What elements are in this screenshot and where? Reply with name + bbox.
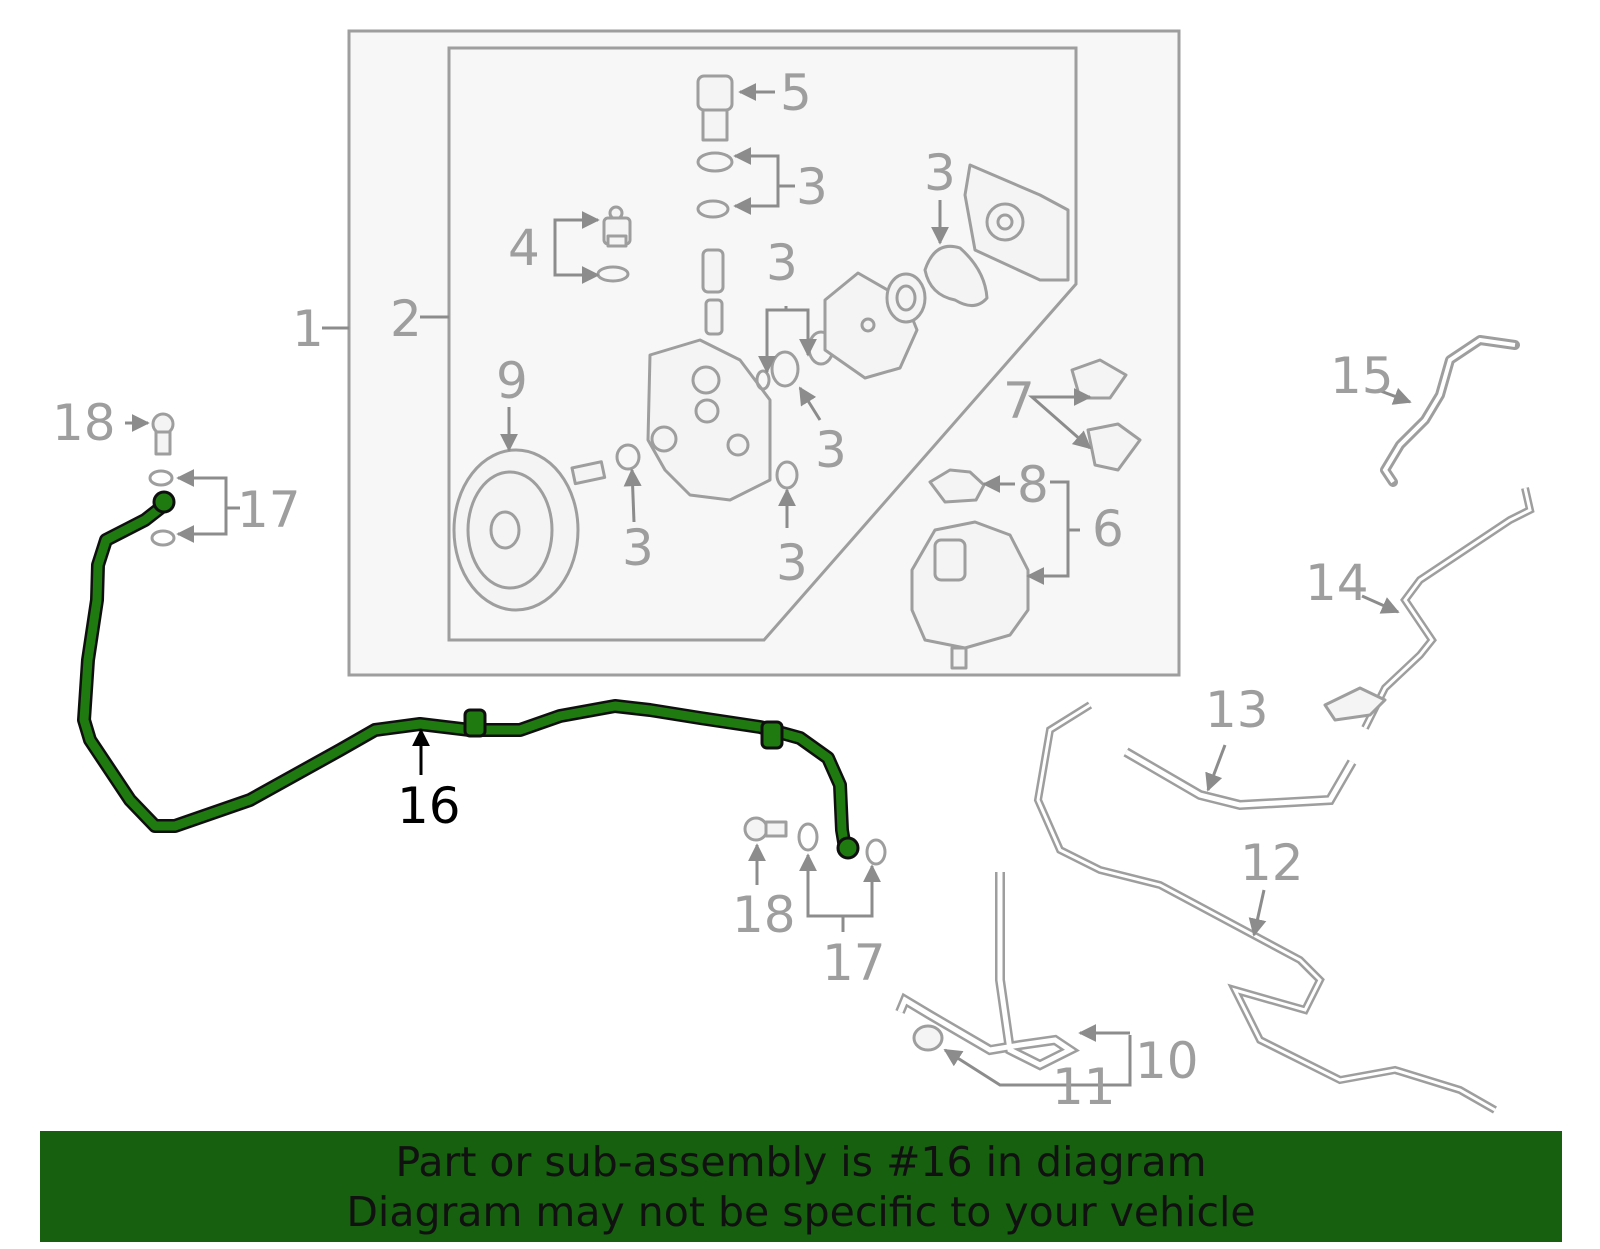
gasket-icon <box>923 244 989 307</box>
callout-3: 3 <box>622 519 654 577</box>
callout-6: 6 <box>1092 500 1124 558</box>
washer-icon <box>148 469 174 487</box>
hose-bracket-icon <box>760 720 784 750</box>
rear-cover-icon <box>963 163 1070 282</box>
leader-lines <box>125 83 1412 1087</box>
callout-18: 18 <box>52 394 116 452</box>
o-ring-icon <box>696 151 734 173</box>
hose-clamp-icon <box>912 1024 944 1052</box>
side-plate-seal-icon <box>885 272 927 324</box>
callout-11: 11 <box>1052 1058 1116 1116</box>
pump-body-icon <box>646 338 772 502</box>
o-ring-icon <box>895 284 917 312</box>
hose-bracket-icon <box>463 708 487 738</box>
callout-17: 17 <box>237 481 301 539</box>
pressure-switch-icon <box>602 205 632 248</box>
banjo-fitting-icon <box>152 490 176 514</box>
callout-3: 3 <box>815 421 847 479</box>
callout-3: 3 <box>796 158 828 216</box>
callout-3: 3 <box>776 534 808 592</box>
bracket-icon <box>1323 686 1387 722</box>
callout-8: 8 <box>1017 456 1049 514</box>
callout-15: 15 <box>1330 347 1394 405</box>
callout-14: 14 <box>1305 554 1369 612</box>
suction-hose-icon <box>897 872 1075 1068</box>
banner-line-part: Part or sub-assembly is #16 in diagram <box>395 1137 1207 1186</box>
o-ring-icon <box>775 460 799 490</box>
callout-7: 7 <box>1003 372 1035 430</box>
callout-4: 4 <box>508 219 540 277</box>
callout-10: 10 <box>1135 1032 1199 1090</box>
callout-2: 2 <box>390 290 422 348</box>
pressure-pipe-icon <box>1363 487 1532 729</box>
callout-13: 13 <box>1205 681 1269 739</box>
washer-icon <box>797 822 819 852</box>
callout-16: 16 <box>397 777 461 835</box>
cooler-tube-icon <box>1124 749 1355 808</box>
washer-icon <box>150 529 176 547</box>
pump-fitting-bolt-icon <box>696 74 734 142</box>
callout-9: 9 <box>496 352 528 410</box>
banjo-bolt-icon <box>743 816 788 842</box>
washer-icon <box>865 838 887 866</box>
cooler-tube-icon <box>1123 747 1357 811</box>
banjo-fitting-icon <box>836 836 860 860</box>
banner-line-disclaimer: Diagram may not be specific to your vehi… <box>346 1187 1256 1236</box>
control-valve-icon <box>701 248 725 294</box>
callout-18: 18 <box>732 886 796 944</box>
reservoir-icon <box>910 520 1030 670</box>
o-ring-icon <box>696 199 730 219</box>
callout-3: 3 <box>924 144 956 202</box>
pressure-hose-highlighted[interactable] <box>77 490 860 860</box>
return-hose-icon <box>1382 337 1516 484</box>
callout-3: 3 <box>766 234 798 292</box>
valve-pin-icon <box>704 298 724 336</box>
callout-1: 1 <box>292 300 324 358</box>
callout-5: 5 <box>780 64 812 122</box>
cooler-line-icon <box>1036 703 1496 1112</box>
cooler-line-icon <box>1033 701 1497 1114</box>
highlight-stroke <box>79 497 850 853</box>
banjo-bolt-icon <box>151 412 175 456</box>
clip-icon <box>1070 358 1142 472</box>
callout-17: 17 <box>822 934 886 992</box>
info-banner: Part or sub-assembly is #16 in diagram D… <box>40 1131 1562 1242</box>
callout-12: 12 <box>1240 834 1304 892</box>
